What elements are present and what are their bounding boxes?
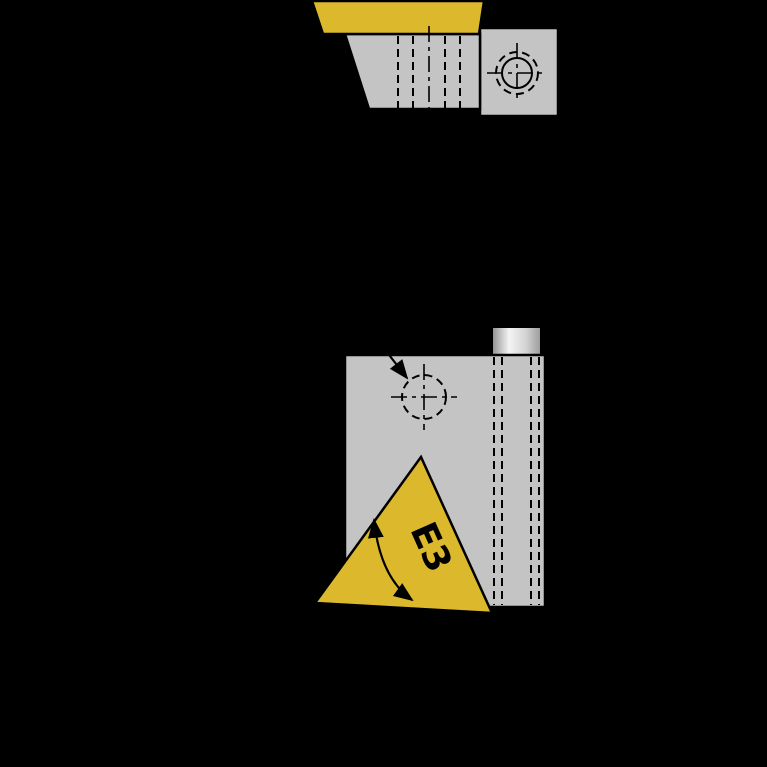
top-view <box>310 0 560 118</box>
front-view: E3 <box>312 326 547 615</box>
holder-side-block <box>478 26 560 118</box>
angle-arc-arrow <box>367 518 414 602</box>
leader-arrow <box>385 350 409 380</box>
holder-top-body <box>343 32 482 111</box>
clamp-screw-boss <box>491 326 542 358</box>
insert-top-edge <box>310 0 486 36</box>
